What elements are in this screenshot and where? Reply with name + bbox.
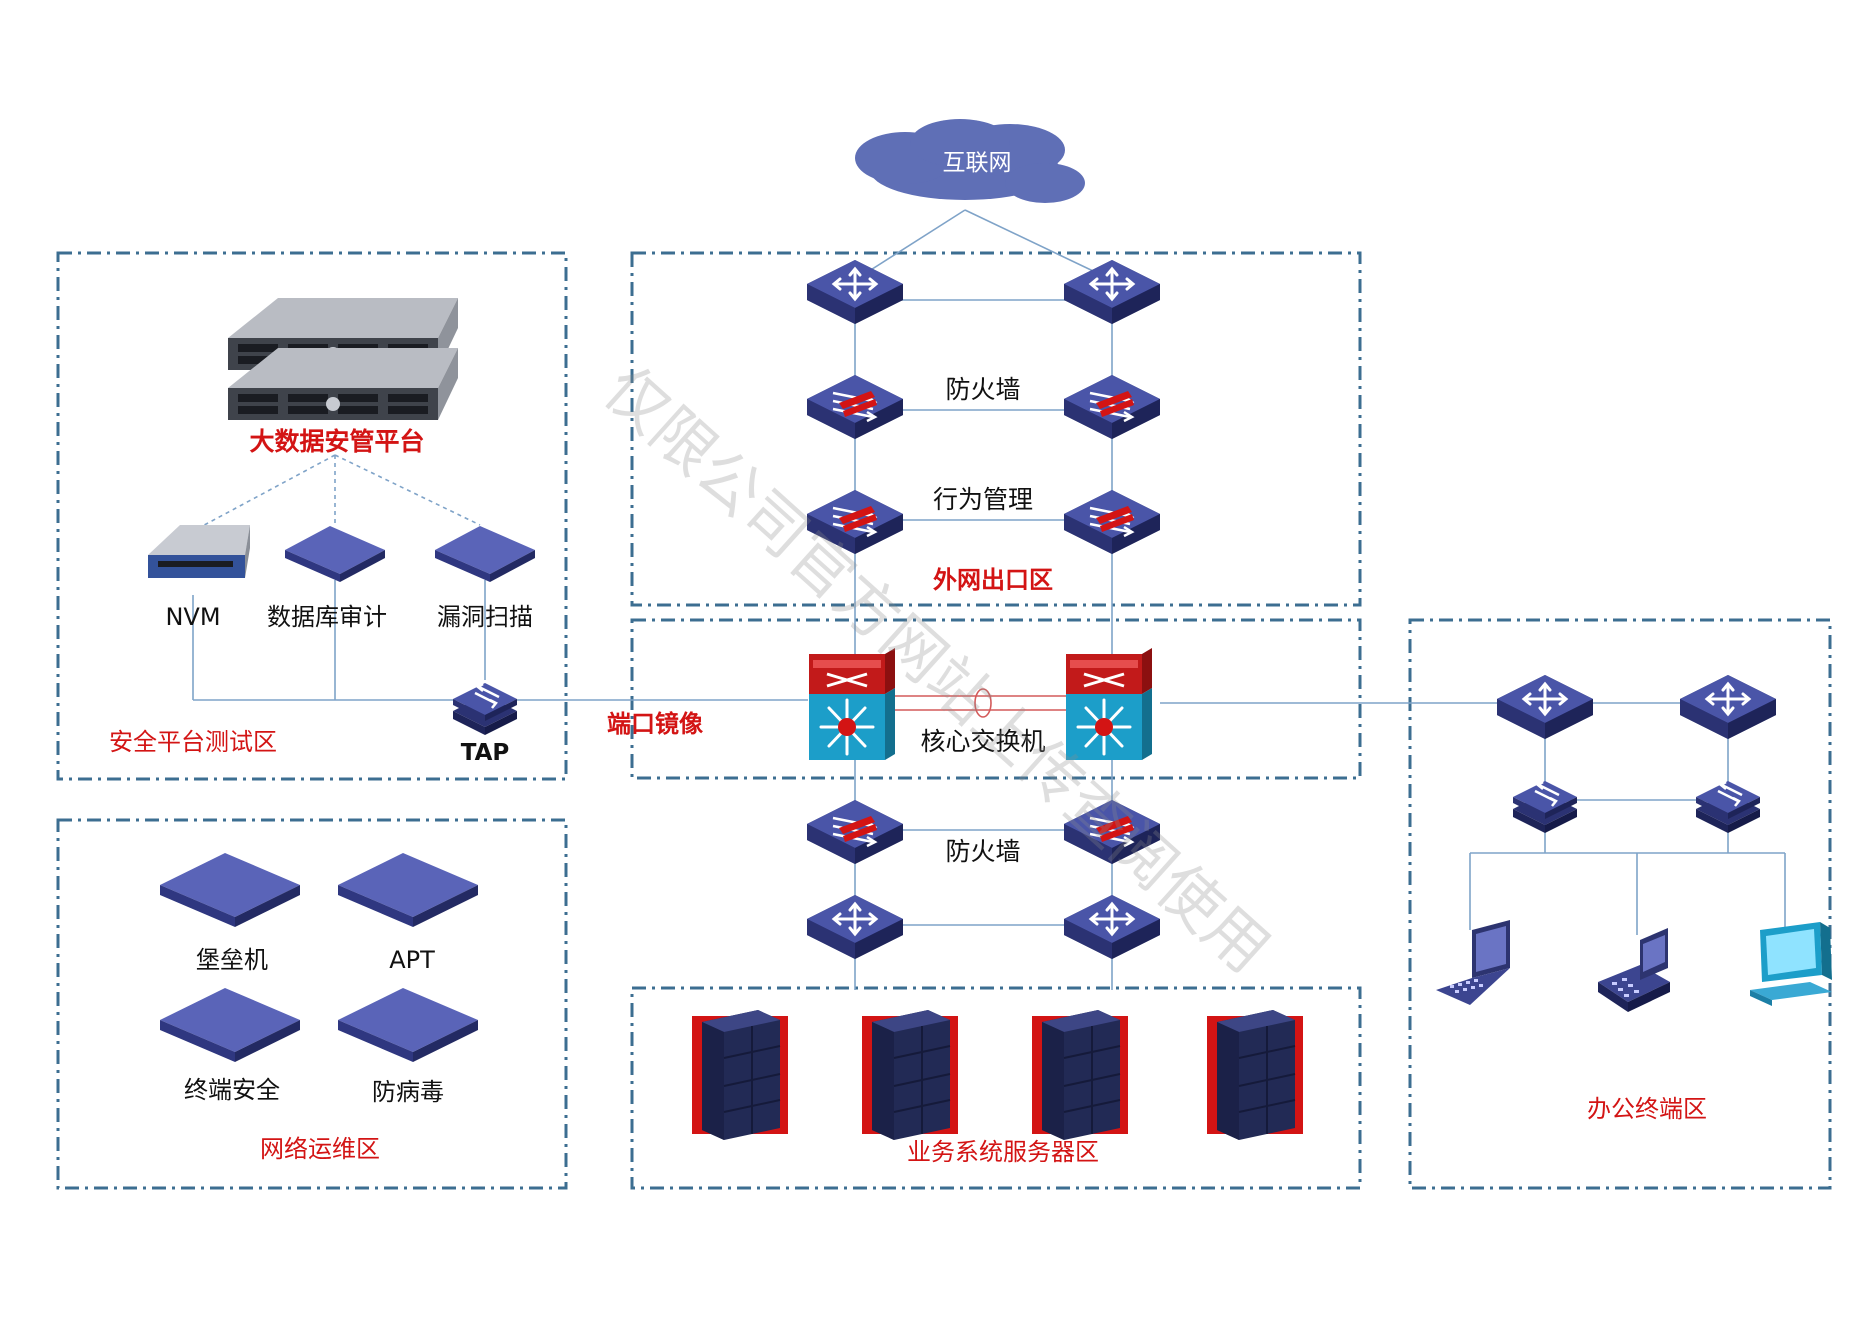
- core-switch-label: 核心交换机: [920, 727, 1045, 756]
- nvm-appliance-icon: [148, 525, 250, 578]
- internet-label: 互联网: [943, 150, 1012, 176]
- laptop-icon: [1436, 920, 1510, 1005]
- access-switch-icon: [1511, 779, 1579, 835]
- firewall-top-label: 防火墙: [945, 375, 1020, 404]
- zone-outer-exit-frame: [630, 251, 1362, 607]
- watermark-text: 仅限公司官方网站上传查阅使用: [590, 352, 1284, 987]
- firewall-icon: [805, 798, 905, 866]
- rack-server-icon: [691, 1009, 789, 1141]
- endpoint-security-label: 终端安全: [184, 1076, 280, 1104]
- access-switch-icon: [1694, 779, 1762, 835]
- firewall-icon: [805, 373, 905, 441]
- apt-label: APT: [389, 946, 435, 974]
- db-audit-label: 数据库审计: [267, 603, 387, 631]
- vuln-scan-icon: [435, 526, 535, 582]
- router-icon: [1495, 673, 1595, 741]
- zone-core-frame: [630, 618, 1362, 780]
- zone-security-test-frame: [56, 251, 568, 781]
- firewall-icon: [1062, 373, 1162, 441]
- endpoint-security-icon: [160, 988, 300, 1062]
- desktop-computer-icon: [1750, 922, 1832, 1006]
- router-icon: [1062, 258, 1162, 326]
- bastion-label: 堡垒机: [196, 946, 268, 974]
- db-audit-icon: [285, 526, 385, 582]
- tap-label: TAP: [461, 740, 510, 766]
- phone-icon: [1598, 928, 1670, 1012]
- zone-business-label: 业务系统服务器区: [907, 1138, 1099, 1166]
- router-icon: [1678, 673, 1778, 741]
- nvm-label: NVM: [165, 603, 220, 631]
- zone-security-test-label: 安全平台测试区: [109, 728, 277, 756]
- bigdata-platform-label: 大数据安管平台: [249, 427, 424, 456]
- rack-server-icon: [861, 1009, 959, 1141]
- antivirus-icon: [338, 988, 478, 1062]
- behavior-mgmt-icon: [1062, 488, 1162, 556]
- internet-cloud-icon: [855, 119, 1085, 203]
- port-mirror-label: 端口镜像: [607, 710, 704, 738]
- zone-network-ops-label: 网络运维区: [260, 1135, 380, 1163]
- behavior-mgmt-label: 行为管理: [933, 485, 1033, 514]
- vuln-scan-label: 漏洞扫描: [437, 603, 533, 631]
- router-icon: [805, 893, 905, 961]
- rack-server-icon: [1206, 1009, 1304, 1141]
- tap-switch-icon: [451, 681, 519, 737]
- apt-icon: [338, 853, 478, 927]
- bastion-icon: [160, 853, 300, 927]
- zone-outer-exit-label: 外网出口区: [933, 566, 1053, 594]
- rack-server-icon: [1031, 1009, 1129, 1141]
- zone-office-label: 办公终端区: [1587, 1095, 1707, 1123]
- router-icon: [805, 258, 905, 326]
- zone-network-ops-frame: [56, 818, 568, 1190]
- zone-office-frame: [1408, 618, 1832, 1190]
- core-switch-icon: [1064, 646, 1154, 762]
- firewall-bottom-label: 防火墙: [945, 837, 1020, 866]
- antivirus-label: 防病毒: [372, 1078, 444, 1106]
